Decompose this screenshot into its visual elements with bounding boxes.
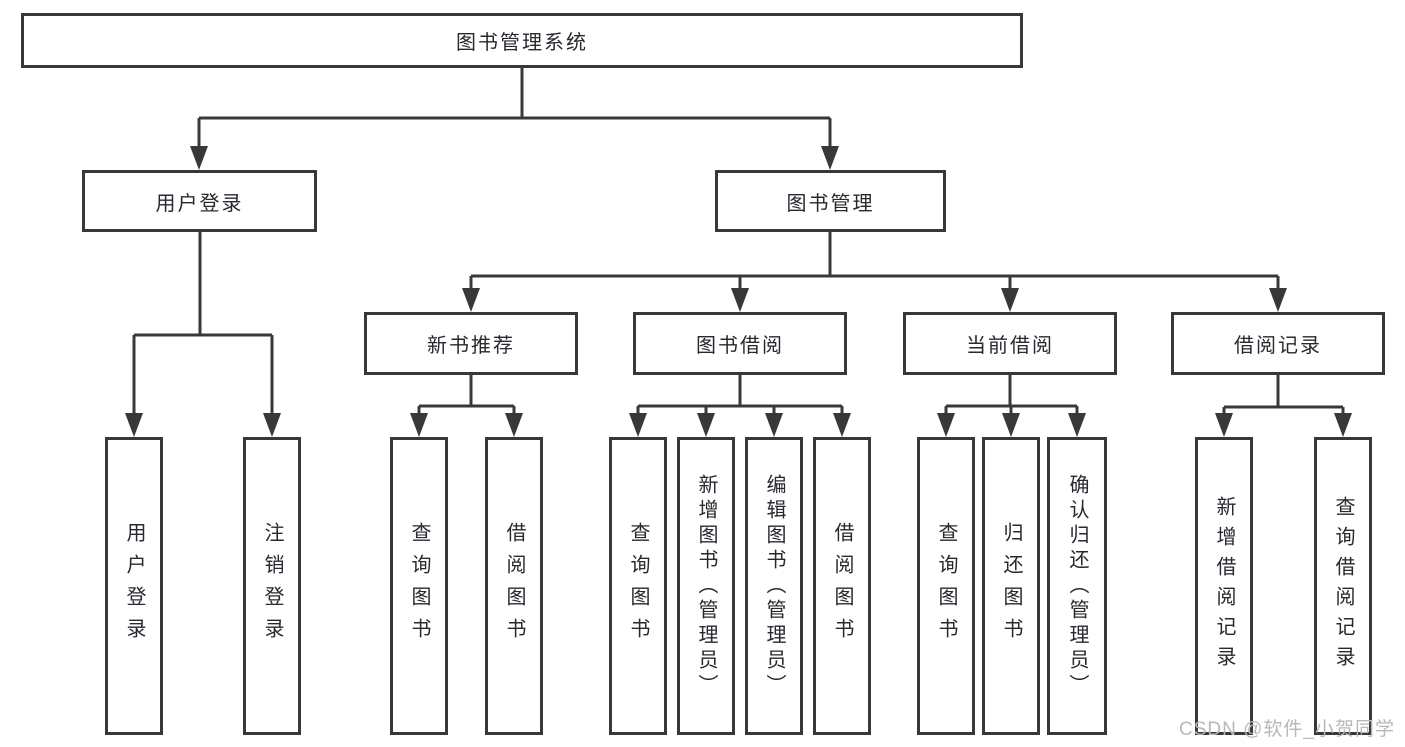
leaf-logout: 注销登录	[243, 437, 301, 735]
node-user-login-group: 用户登录	[82, 170, 317, 232]
node-new-book-recommendation: 新书推荐	[364, 312, 578, 375]
node-book-management: 图书管理	[715, 170, 946, 232]
node-borrowing-records: 借阅记录	[1171, 312, 1385, 375]
leaf-query-borrow-record: 查询借阅记录	[1314, 437, 1372, 735]
leaf-query-books-2: 查询图书	[609, 437, 667, 735]
leaf-query-books-1: 查询图书	[390, 437, 448, 735]
node-library-management-system: 图书管理系统	[21, 13, 1023, 68]
node-current-borrowing: 当前借阅	[903, 312, 1117, 375]
arrowheads	[125, 146, 1352, 437]
leaf-add-borrow-record: 新增借阅记录	[1195, 437, 1253, 735]
node-book-borrowing: 图书借阅	[633, 312, 847, 375]
leaf-query-books-3: 查询图书	[917, 437, 975, 735]
leaf-return-books: 归还图书	[982, 437, 1040, 735]
leaf-user-login: 用户登录	[105, 437, 163, 735]
leaf-confirm-return-admin: 确认归还（管理员）	[1047, 437, 1107, 735]
csdn-watermark: CSDN @软件_小贺同学	[1179, 719, 1395, 740]
leaf-borrow-books-2: 借阅图书	[813, 437, 871, 735]
leaf-borrow-books-1: 借阅图书	[485, 437, 543, 735]
leaf-add-books-admin: 新增图书（管理员）	[677, 437, 735, 735]
leaf-edit-books-admin: 编辑图书（管理员）	[745, 437, 803, 735]
